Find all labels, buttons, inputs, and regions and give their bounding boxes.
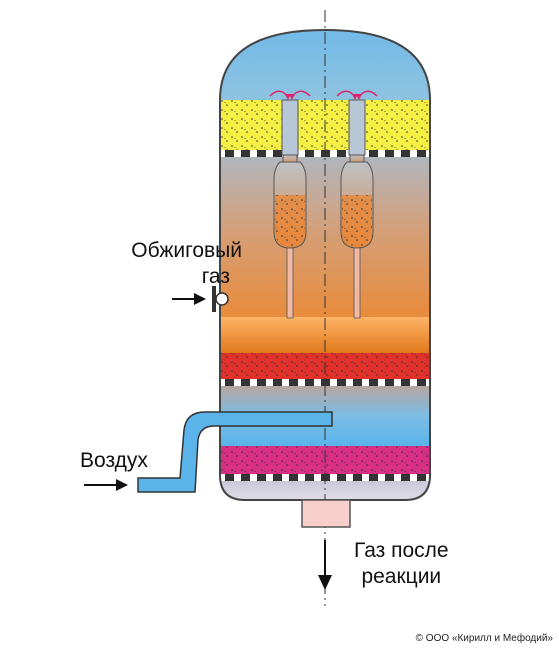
air-inlet-pipe [137,411,333,493]
gas-after-label-line1: Газ после [354,539,449,562]
vessel-outline [219,28,431,501]
roasting-gas-label: Обжиговый газ [131,238,242,290]
gas-after-label: Газ после реакции [354,538,449,590]
roasting-gas-arrow [172,293,206,305]
gas-inlet-nozzle [212,286,216,312]
heat-exchanger-tube-left [273,99,307,319]
outlet-pipe [301,499,351,528]
gas-after-label-line2: реакции [361,565,442,588]
air-label-text: Воздух [80,449,148,472]
air-arrow [84,479,128,491]
heat-exchanger-tube-right [340,99,374,319]
roasting-gas-label-line1: Обжиговый [131,239,242,262]
air-label: Воздух [80,448,148,474]
copyright-text: © ООО «Кирилл и Мефодий» [415,633,553,644]
outlet-arrow [318,540,332,590]
roasting-gas-label-line2: газ [201,265,230,288]
